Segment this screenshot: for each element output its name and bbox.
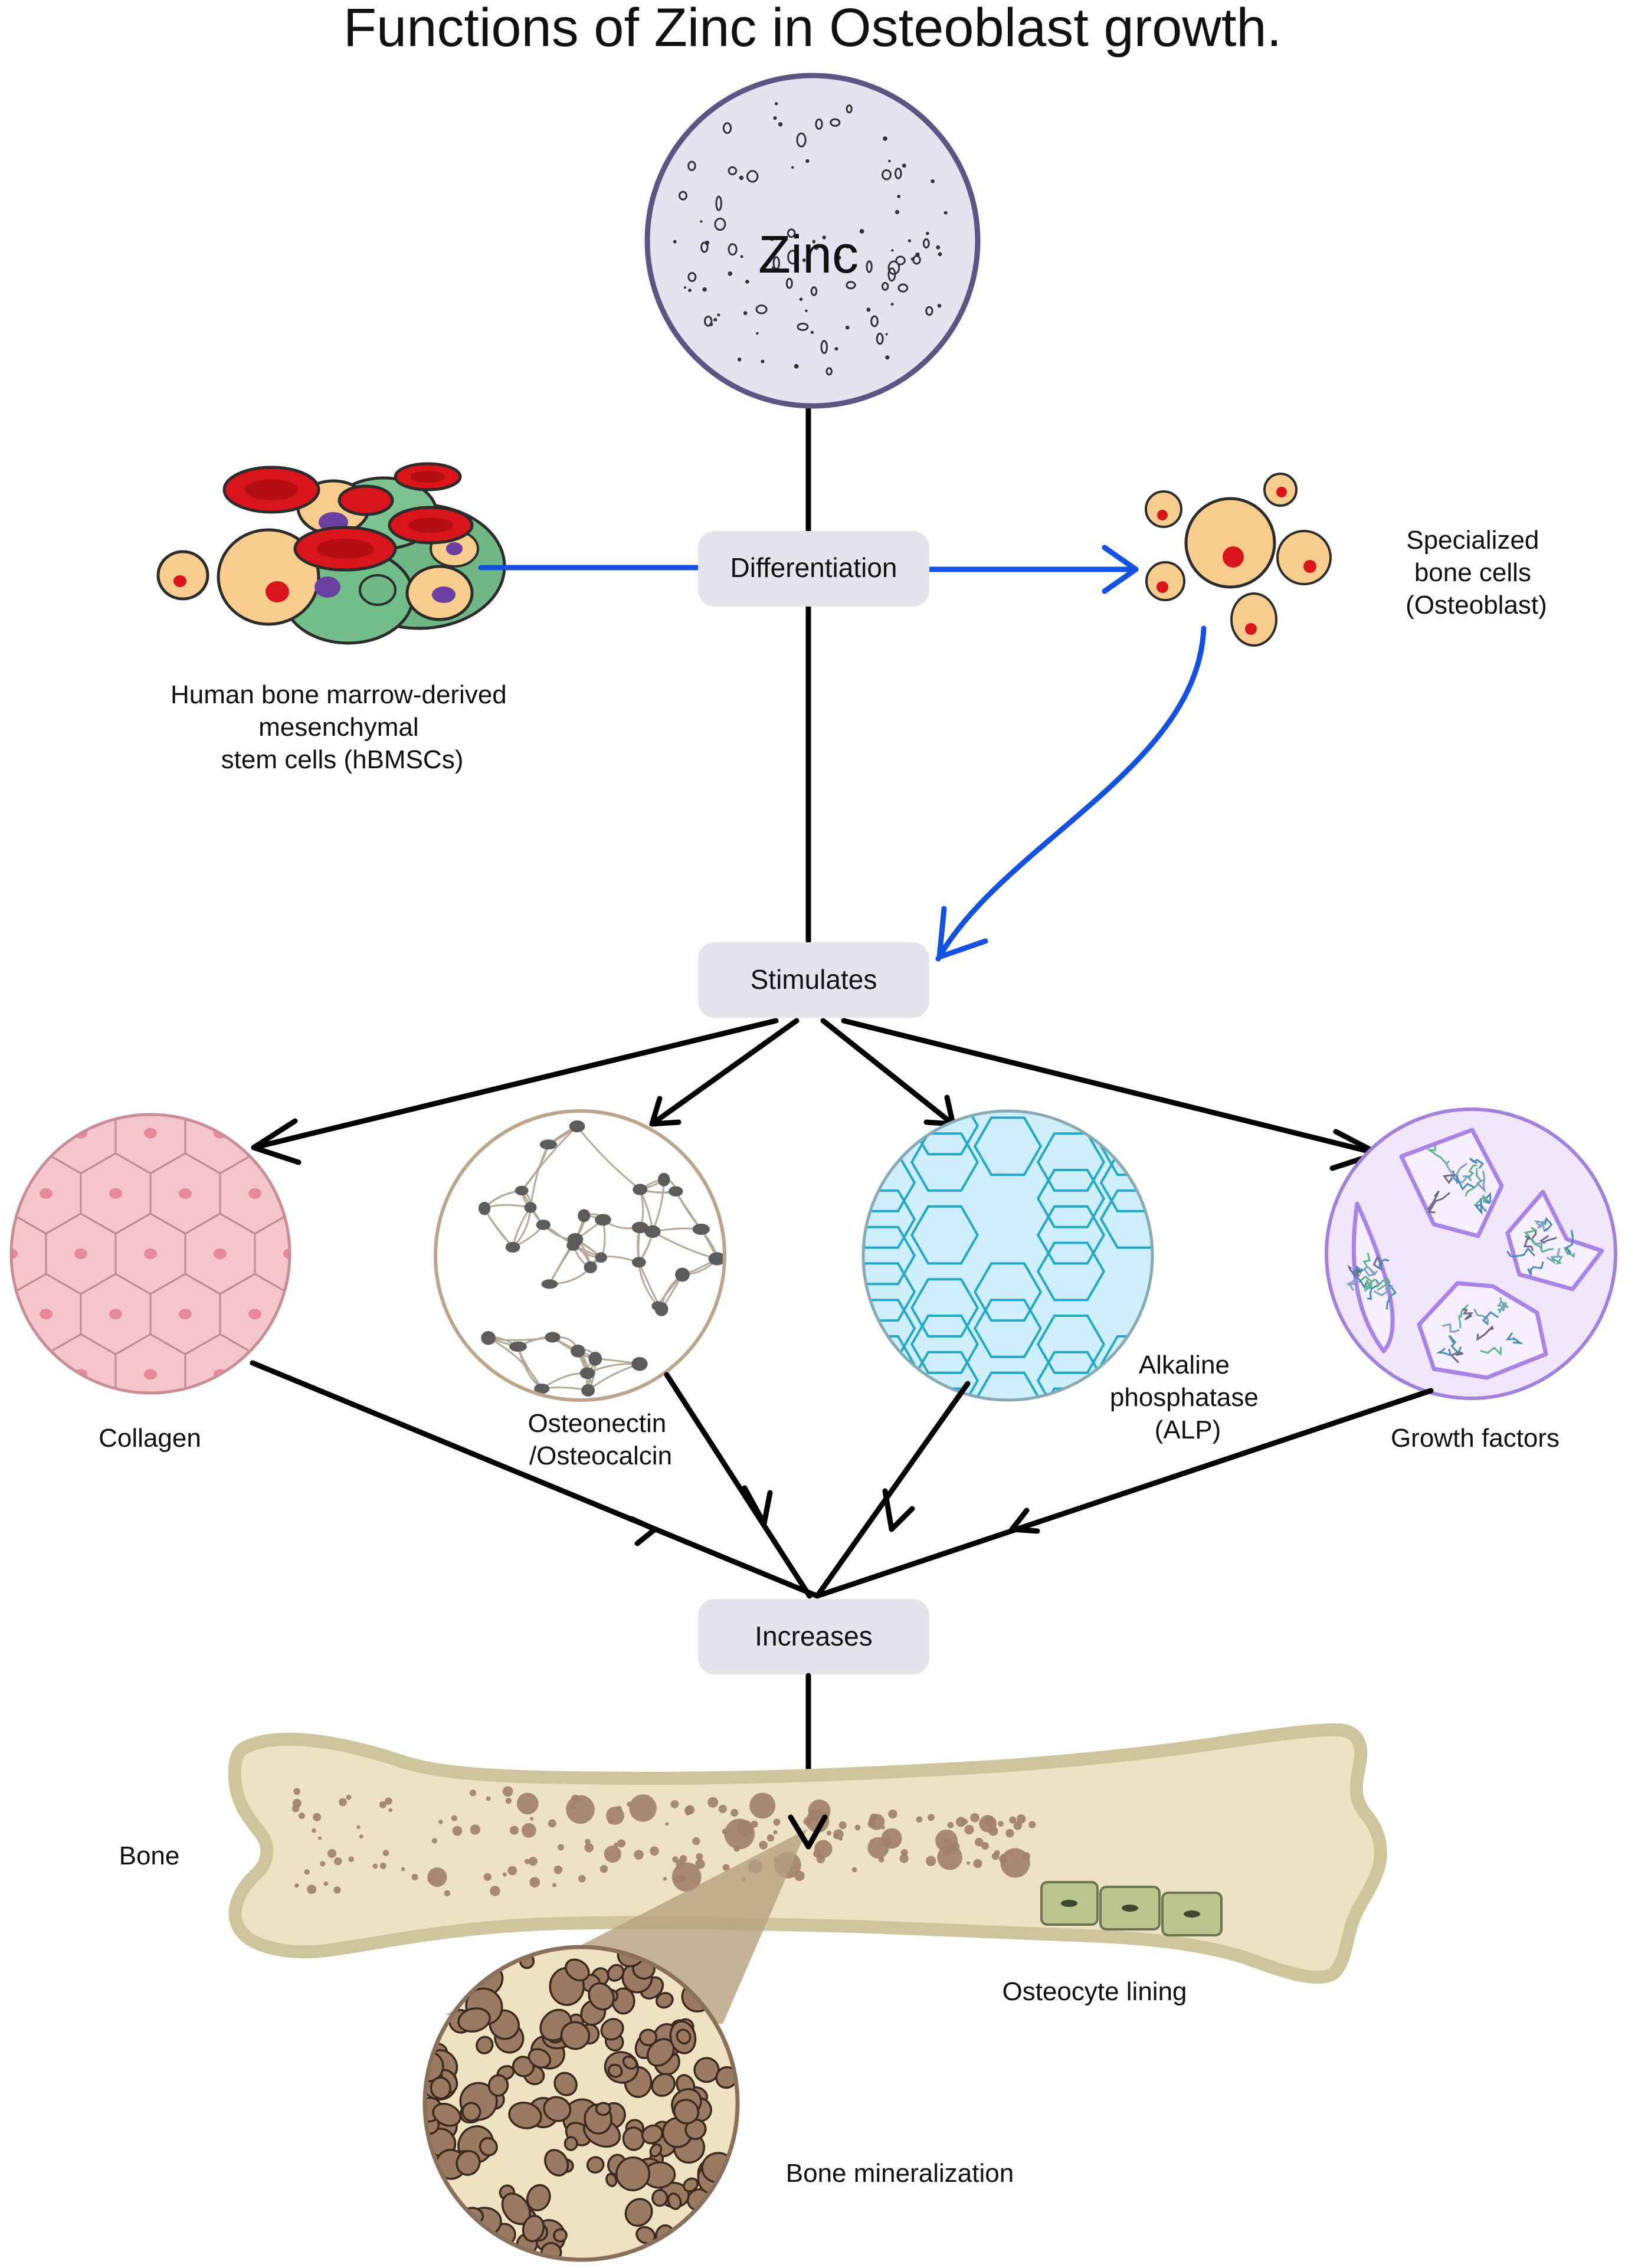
growth-factors-label: Growth factors — [1391, 1424, 1560, 1453]
bone-illustration — [228, 1723, 1387, 2024]
osteonectin-circle — [434, 1109, 726, 1402]
mineralization-label: Bone mineralization — [786, 2159, 1014, 2188]
hbmsc-cell-cluster — [156, 462, 506, 645]
growth-factors-circle — [1325, 1107, 1617, 1400]
svg-text:Differentiation: Differentiation — [730, 552, 897, 583]
zinc-texture — [673, 102, 948, 376]
osteocyte-label: Osteocyte lining — [1002, 1977, 1187, 2006]
svg-text:Stimulates: Stimulates — [751, 964, 877, 995]
alp-label: Alkaline phosphatase (ALP) — [1110, 1351, 1266, 1444]
hbmsc-label: Human bone marrow-derived mesenchymal st… — [171, 680, 514, 774]
zinc-circle: Zinc — [644, 73, 981, 409]
differentiation-box: Differentiation — [698, 531, 929, 607]
diagram-title: Functions of Zinc in Osteoblast growth. — [343, 0, 1282, 58]
increases-box: Increases — [698, 1599, 929, 1674]
osteocyte-cells — [1040, 1881, 1223, 1936]
bone-label: Bone — [119, 1841, 180, 1870]
differentiation-arrows — [478, 545, 1207, 962]
stimulates-arrows — [251, 1018, 1381, 1171]
stimulates-box: Stimulates — [698, 942, 929, 1018]
bone-mineralization-circle — [422, 1945, 740, 2262]
zinc-label: Zinc — [758, 225, 859, 284]
osteoblast-label: Specialized bone cells (Osteoblast) — [1406, 526, 1547, 620]
svg-text:Increases: Increases — [755, 1621, 872, 1651]
collagen-label: Collagen — [99, 1424, 201, 1453]
osteoblast-cells — [1145, 473, 1332, 647]
osteonectin-label: Osteonectin /Osteocalcin — [528, 1409, 673, 1470]
collagen-circle — [9, 1113, 291, 1395]
